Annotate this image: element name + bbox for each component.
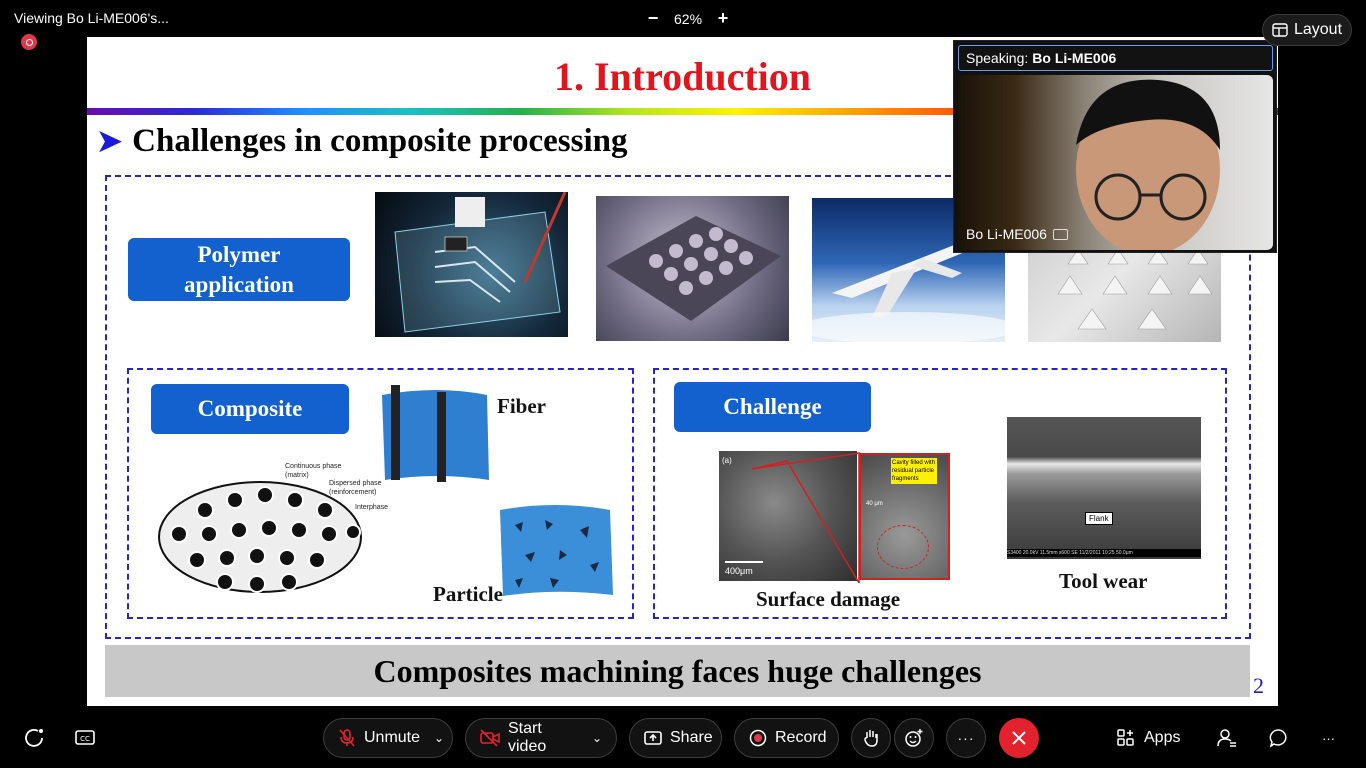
surface-damage-sem-image: (a) 400μm: [719, 451, 857, 581]
tool-wear-label: Tool wear: [1059, 569, 1148, 593]
zoom-controls: − 62% +: [646, 8, 730, 29]
screen-share-icon: [1052, 228, 1068, 240]
close-icon: [1012, 731, 1026, 745]
chevron-down-icon[interactable]: ⌄: [434, 731, 445, 745]
composite-dashed-frame: [127, 368, 634, 619]
continuous-phase-label: Continuous phase (matrix): [285, 463, 342, 479]
slide-title: 1. Introduction: [553, 54, 812, 99]
flank-label: Flank: [1085, 512, 1113, 525]
start-video-button[interactable]: Start video ⌄: [465, 718, 617, 758]
chevron-down-icon[interactable]: ⌄: [591, 731, 602, 745]
reactions-button[interactable]: [894, 718, 934, 758]
apps-icon: [1117, 729, 1134, 746]
layout-label: Layout: [1293, 21, 1343, 38]
airplane-image: [812, 198, 1005, 342]
more-options-button[interactable]: ···: [946, 718, 986, 758]
layout-button[interactable]: Layout: [1262, 14, 1352, 46]
captions-icon: CC: [75, 730, 95, 745]
particle-composite-diagram: [500, 505, 613, 596]
cavity-note: Cavity filled with residual particle fra…: [891, 458, 937, 484]
challenge-dashed-frame: [653, 368, 1227, 619]
composite-cross-section-diagram: [158, 481, 362, 593]
leave-meeting-button[interactable]: [999, 718, 1039, 758]
microfluidic-chip-image: [375, 192, 568, 337]
start-video-label: Start video: [508, 720, 547, 755]
outer-dashed-frame: [105, 175, 1251, 639]
unmute-button[interactable]: Unmute ⌄: [323, 718, 453, 758]
speaking-indicator: Speaking: Bo Li-ME006: [958, 45, 1273, 71]
zoom-in-button[interactable]: +: [717, 8, 729, 28]
record-button[interactable]: Record: [734, 718, 839, 758]
captions-button[interactable]: CC: [74, 718, 96, 758]
more-options-icon: ···: [957, 730, 975, 746]
slide-page-number: 2: [1253, 673, 1264, 698]
layout-icon: [1272, 23, 1288, 37]
conclusion-banner: Composites machining faces huge challeng…: [105, 645, 1250, 697]
meeting-toolbar: CC Unmute ⌄ Start video ⌄ Share R: [0, 708, 1366, 768]
status-button[interactable]: [22, 718, 46, 758]
recording-indicator-icon: [21, 34, 37, 50]
interphase-label: Interphase: [355, 504, 389, 511]
active-speaker-panel[interactable]: Speaking: Bo Li-ME006 Bo Li-ME006: [953, 40, 1277, 253]
participants-button[interactable]: [1216, 718, 1238, 758]
scale-400-label: 400μm: [725, 566, 753, 576]
apps-label: Apps: [1144, 729, 1181, 746]
raise-hand-button[interactable]: [851, 718, 891, 758]
particle-label: Particle: [433, 582, 503, 606]
share-button[interactable]: Share: [629, 718, 722, 758]
top-bar: Viewing Bo Li-ME006's... − 62% +: [0, 0, 1366, 36]
record-icon: [749, 729, 767, 747]
bullet-arrow-icon: ➤: [97, 125, 123, 158]
video-off-icon: [480, 729, 500, 747]
dispersed-phase-label: Dispersed phase (reinforcement): [329, 480, 382, 496]
fiber-label: Fiber: [497, 394, 546, 418]
participant-silhouette: [1076, 79, 1220, 250]
surface-damage-label: Surface damage: [756, 587, 901, 611]
microlens-array-image: [596, 196, 789, 341]
apps-button[interactable]: Apps: [1116, 718, 1180, 758]
slide-heading-text: Challenges in composite processing: [132, 123, 628, 159]
mic-muted-icon: [339, 729, 355, 747]
fiber-composite-diagram: [382, 385, 489, 482]
cavity-zoom-sem-image: Cavity filled with residual particle fra…: [859, 453, 950, 580]
zoom-level: 62%: [674, 10, 703, 27]
unmute-label: Unmute: [364, 729, 421, 746]
overflow-menu-button[interactable]: ···: [1322, 718, 1335, 758]
overflow-menu-icon: ···: [1322, 730, 1335, 746]
sem-panel-a-label: (a): [722, 456, 732, 465]
speaking-prefix: Speaking:: [966, 50, 1029, 66]
cavity-highlight-circle: [877, 525, 929, 569]
slide-heading: ➤ Challenges in composite processing: [97, 123, 627, 160]
speaker-tile-name: Bo Li-ME006: [966, 226, 1068, 242]
svg-text:CC: CC: [80, 735, 90, 743]
composite-label: Composite: [151, 384, 349, 434]
polymer-application-label: Polymer application: [128, 238, 350, 301]
scale-40-label: 40 μm: [866, 501, 883, 507]
speaker-tile-name-text: Bo Li-ME006: [966, 226, 1047, 242]
share-screen-icon: [644, 731, 662, 745]
window-title: Viewing Bo Li-ME006's...: [14, 10, 169, 26]
hand-icon: [864, 730, 878, 747]
speaker-video-feed: Bo Li-ME006: [958, 75, 1273, 250]
chat-icon: [1269, 729, 1287, 748]
record-label: Record: [775, 729, 827, 746]
emoji-icon: [905, 729, 923, 747]
tool-caption: S3400 20.0kV 11.5mm x600 SE 11/2/2011 10…: [1007, 549, 1201, 557]
zoom-callout-lines: [751, 452, 860, 583]
challenge-label: Challenge: [674, 382, 871, 432]
scale-bar: [725, 561, 763, 563]
status-circle-icon: [25, 729, 43, 747]
zoom-out-button[interactable]: −: [647, 8, 659, 28]
participants-icon: [1217, 729, 1236, 747]
tool-wear-sem-image: Flank S3400 20.0kV 11.5mm x600 SE 11/2/2…: [1007, 417, 1201, 559]
speaking-name: Bo Li-ME006: [1032, 50, 1117, 66]
share-label: Share: [670, 729, 713, 746]
chat-button[interactable]: [1269, 718, 1289, 758]
rainbow-divider: [87, 108, 1278, 115]
